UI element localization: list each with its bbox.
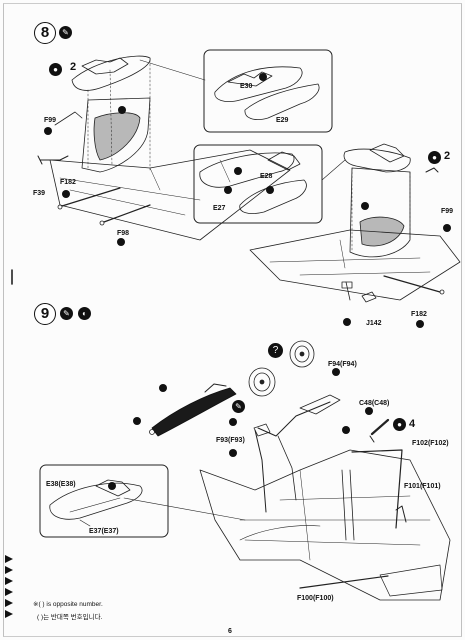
quantity-right: 2 xyxy=(444,150,451,162)
glue-icon: ✎ xyxy=(60,307,73,320)
footnote-english: ※( ) is opposite number. xyxy=(33,601,103,608)
part-label-f99-right: F99 xyxy=(441,208,454,215)
legend-mark xyxy=(5,555,13,563)
part-label-f182-left: F182 xyxy=(60,179,76,186)
legend-mark xyxy=(5,577,13,585)
quantity-left: 2 xyxy=(70,61,77,73)
callout-e37-e38 xyxy=(39,464,169,538)
step9-assembly xyxy=(123,340,451,601)
part-label-f94: F94(F94) xyxy=(328,361,357,368)
page-number: 6 xyxy=(228,628,232,635)
step-number-9: 9 xyxy=(34,303,56,325)
part-label-f93: F93(F93) xyxy=(216,437,245,444)
flap-bay-left xyxy=(93,112,141,161)
part-label-c48: C48(C48) xyxy=(359,400,390,407)
part-label-e38: E38(E38) xyxy=(46,481,76,488)
part-label-e29: E29 xyxy=(276,117,289,124)
footnote-korean: ( )는 반대쪽 번호입니다. xyxy=(37,614,103,621)
glue-icon: ✎ xyxy=(232,400,245,413)
cement-icon: ● xyxy=(49,63,62,76)
part-label-f182-right: F182 xyxy=(411,311,427,318)
part-badges xyxy=(44,73,451,490)
quantity-step9: 4 xyxy=(409,418,416,430)
part-label-f98: F98 xyxy=(117,230,130,237)
flap-upper-left xyxy=(71,55,151,91)
part-label-e27: E27 xyxy=(213,205,226,212)
part-label-f99-left: F99 xyxy=(44,117,57,124)
part-label-f100: F100(F100) xyxy=(297,595,334,602)
flap-actuator-left xyxy=(81,57,129,75)
part-label-e30: E30 xyxy=(240,83,253,90)
wing-underside xyxy=(199,449,451,601)
cement-icon: ● xyxy=(428,151,441,164)
wheel-left xyxy=(248,367,276,397)
wheel-right xyxy=(289,340,315,368)
step8-right-assembly xyxy=(249,143,461,303)
callout-e29-e30 xyxy=(203,49,333,133)
part-label-f39: F39 xyxy=(33,190,46,197)
page-border xyxy=(3,3,462,637)
part-label-e37: E37(E37) xyxy=(89,528,119,535)
step-number-8: 8 xyxy=(34,22,56,44)
part-label-j142: J142 xyxy=(366,320,382,327)
cement-icon: ● xyxy=(393,418,406,431)
part-label-f101: F101(F101) xyxy=(404,483,441,490)
legend-mark xyxy=(5,588,13,596)
legend-mark xyxy=(5,610,13,618)
glue-icon: ✎ xyxy=(59,26,72,39)
flap-body-left xyxy=(81,97,151,173)
part-label-f102: F102(F102) xyxy=(412,440,449,447)
wing-lower-left xyxy=(49,149,291,241)
question-icon: ? xyxy=(268,343,283,358)
drop-tank xyxy=(151,387,237,437)
legend-mark xyxy=(5,599,13,607)
part-label-e28: E28 xyxy=(260,173,273,180)
legend-mark xyxy=(5,566,13,574)
paint-icon: ◐ xyxy=(78,307,91,320)
